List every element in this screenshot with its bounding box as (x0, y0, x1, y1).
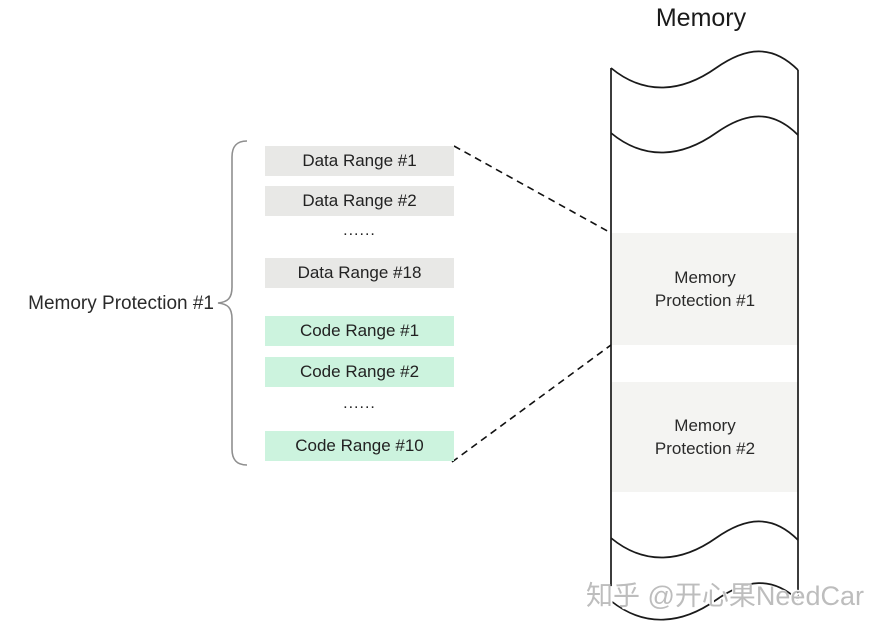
dashed-connector-top (453, 145, 612, 234)
code-range-2-box: Code Range #2 (265, 357, 454, 387)
memory-column-title: Memory (655, 4, 747, 32)
code-ranges-ellipsis: ...... (343, 395, 376, 412)
memory-top-tear-inner (610, 115, 799, 154)
code-range-1-box: Code Range #1 (265, 316, 454, 346)
data-range-18-box: Data Range #18 (265, 258, 454, 288)
memory-top-tear-edge (610, 50, 799, 89)
code-range-10-box: Code Range #10 (265, 431, 454, 461)
curly-brace (217, 140, 248, 466)
data-range-2-box: Data Range #2 (265, 186, 454, 216)
memory-bottom-tear-inner (610, 520, 799, 559)
memory-region-2-fill (612, 382, 798, 492)
memory-region-1-fill (612, 233, 798, 345)
brace-label-memory-protection-1: Memory Protection #1 (28, 293, 214, 314)
memory-region-2-label: Memory Protection #2 (654, 416, 756, 458)
zhihu-watermark: 知乎 @开心果NeedCar (586, 581, 864, 611)
memory-bottom-tear-edge (610, 582, 799, 621)
data-range-1-box: Data Range #1 (265, 146, 454, 176)
memory-region-1-label: Memory Protection #1 (654, 268, 756, 310)
dashed-connector-bottom (451, 344, 612, 463)
data-ranges-ellipsis: ...... (343, 222, 376, 239)
